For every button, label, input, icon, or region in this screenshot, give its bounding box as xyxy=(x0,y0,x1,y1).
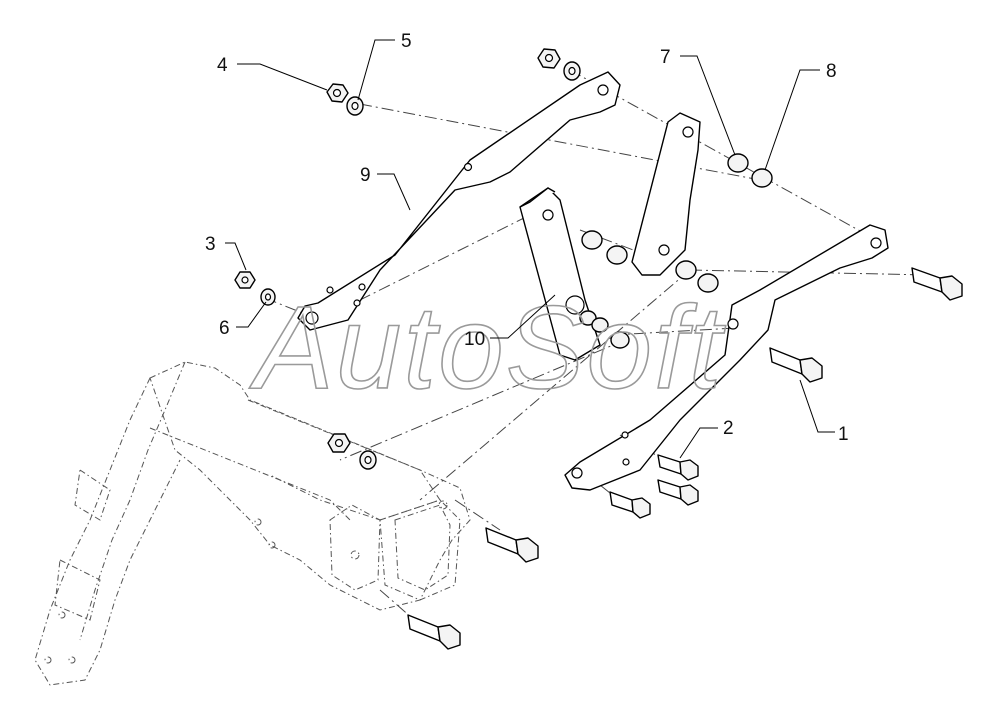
callout-1: 1 xyxy=(838,424,849,445)
watermark-text: AutoSoft xyxy=(249,282,726,414)
arm-left xyxy=(297,71,621,331)
callout-9: 9 xyxy=(360,165,371,186)
bolts xyxy=(407,267,963,650)
callout-7: 7 xyxy=(660,47,671,68)
callout-6: 6 xyxy=(219,318,230,339)
plate-vertical xyxy=(631,112,701,276)
callouts: 1 2 3 4 5 6 7 8 9 10 xyxy=(205,31,849,445)
bushings xyxy=(579,153,773,349)
callout-2: 2 xyxy=(723,418,734,439)
arm-right xyxy=(564,224,889,491)
callout-8: 8 xyxy=(826,61,837,82)
callout-10: 10 xyxy=(464,329,485,350)
ghost-frame xyxy=(34,361,471,686)
callout-4: 4 xyxy=(217,55,228,76)
nuts-washers xyxy=(234,48,581,470)
leader-lines xyxy=(225,39,835,459)
callout-5: 5 xyxy=(401,31,412,52)
callout-3: 3 xyxy=(205,234,216,255)
